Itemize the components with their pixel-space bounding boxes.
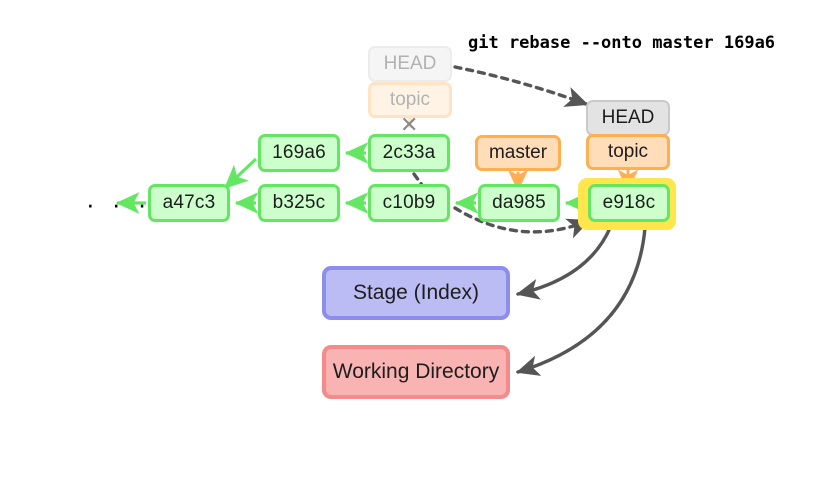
edge-head-moved [453, 65, 589, 107]
commit-node-b325c[interactable]: b325c [258, 184, 340, 222]
master-branch-label[interactable]: master [475, 135, 561, 171]
commit-node-e918c[interactable]: e918c [588, 184, 670, 222]
ghost-topic-label: topic [368, 82, 452, 118]
edge-169a6-to-a47c3 [223, 157, 258, 190]
edge-e918c-to-stage [516, 226, 612, 300]
commit-node-c10b9[interactable]: c10b9 [368, 184, 450, 222]
history-ellipsis: · · · [86, 189, 152, 219]
commit-node-da985[interactable]: da985 [478, 184, 560, 222]
commit-node-2c33a[interactable]: 2c33a [368, 134, 450, 172]
command-caption: git rebase --onto master 169a6 [468, 33, 776, 53]
stage-index-box[interactable]: Stage (Index) [322, 266, 510, 320]
edge-e918c-to-workdir [516, 226, 647, 376]
commit-node-169a6[interactable]: 169a6 [258, 134, 340, 172]
topic-branch-label[interactable]: topic [586, 134, 670, 170]
checkout-arrows-group [516, 226, 647, 376]
head-label[interactable]: HEAD [586, 100, 670, 136]
abandoned-x-icon: ✕ [400, 112, 419, 137]
ghost-head-label: HEAD [368, 46, 452, 82]
working-directory-box[interactable]: Working Directory [322, 345, 510, 399]
commit-node-a47c3[interactable]: a47c3 [148, 184, 230, 222]
